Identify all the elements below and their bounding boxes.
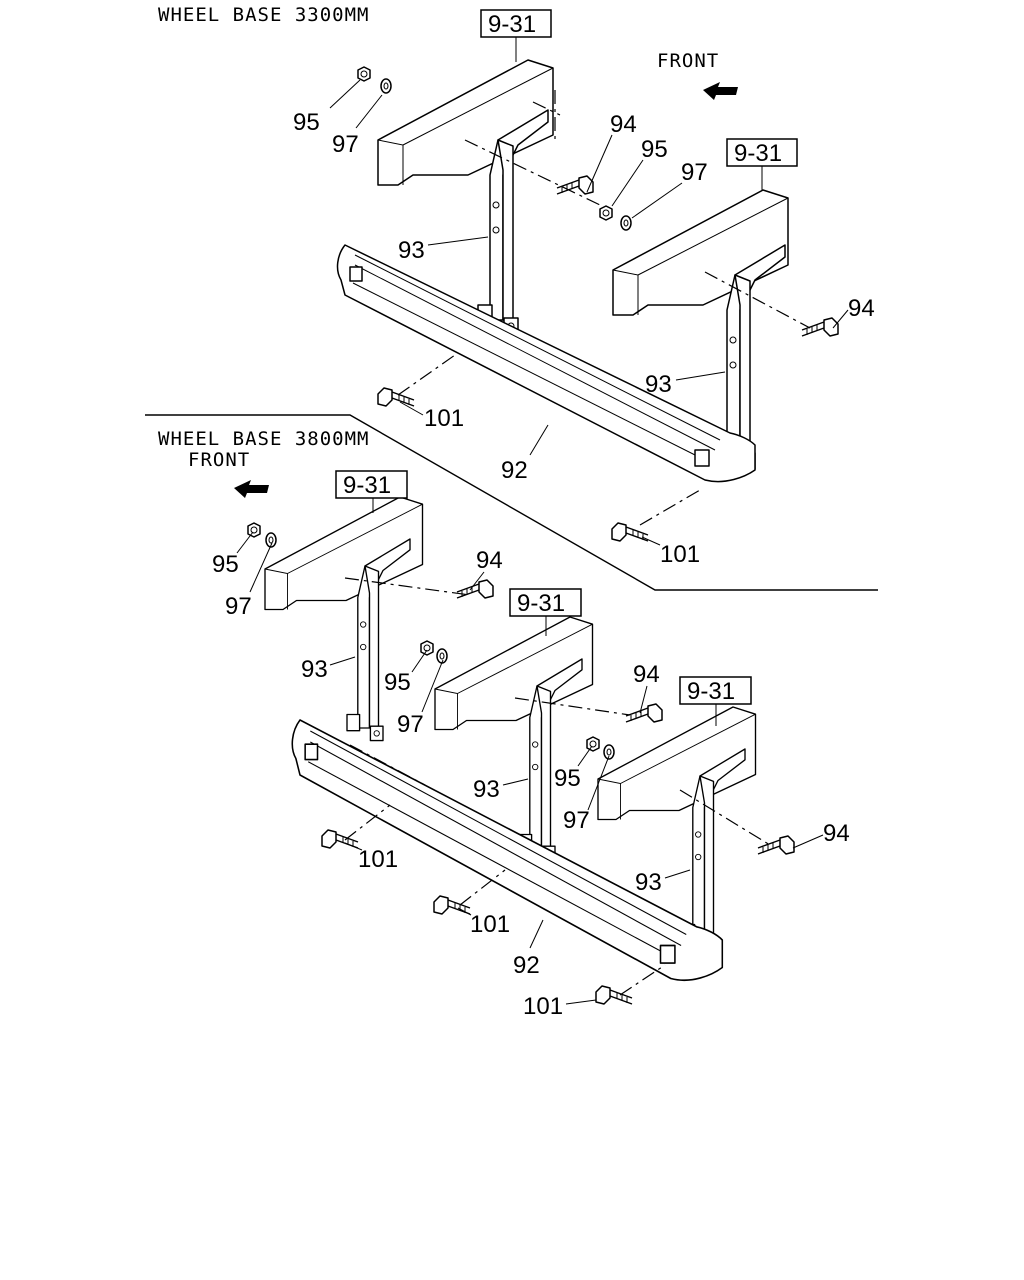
bolt [321, 829, 359, 849]
ref-box: 9-31 [335, 470, 408, 499]
label-washer: 97 [332, 131, 359, 158]
label-washer: 97 [563, 807, 590, 834]
label-bracket: 93 [398, 237, 425, 264]
label-step-bolt: 101 [424, 405, 464, 432]
label-nut: 95 [293, 109, 320, 136]
front-arrow-icon [703, 82, 738, 100]
label-step-bolt: 101 [358, 846, 398, 873]
label-washer: 97 [681, 159, 708, 186]
label-nut: 95 [384, 669, 411, 696]
label-bolt: 94 [633, 661, 660, 688]
svg-text:9-31: 9-31 [488, 11, 536, 38]
washer [436, 648, 448, 664]
svg-text:9-31: 9-31 [734, 140, 782, 167]
washer [620, 215, 632, 231]
ref-box: 9-31 [679, 676, 752, 705]
label-bracket: 93 [473, 776, 500, 803]
label-bolt: 94 [476, 547, 503, 574]
bolt [625, 703, 663, 723]
section-heading-3800: WHEEL BASE 3800MM [158, 428, 369, 450]
washer [380, 78, 392, 94]
section-divider [145, 414, 878, 591]
label-step: 92 [513, 952, 540, 979]
section-heading-3300: WHEEL BASE 3300MM [158, 4, 369, 26]
label-washer: 97 [225, 593, 252, 620]
nut [599, 205, 613, 221]
label-step-bolt: 101 [523, 993, 563, 1020]
label-nut: 95 [641, 136, 668, 163]
label-bolt: 94 [823, 820, 850, 847]
label-bolt: 94 [610, 111, 637, 138]
label-step-bolt: 101 [660, 541, 700, 568]
label-washer: 97 [397, 711, 424, 738]
svg-text:9-31: 9-31 [517, 590, 565, 617]
ref-box: 9-31 [509, 588, 582, 617]
label-bracket: 93 [645, 371, 672, 398]
bolt [456, 579, 494, 599]
label-step: 92 [501, 457, 528, 484]
front-arrow-icon [234, 480, 269, 498]
bolt [757, 835, 795, 855]
nut [420, 640, 434, 656]
front-label-bottom: FRONT [188, 449, 250, 471]
label-nut: 95 [554, 765, 581, 792]
label-nut: 95 [212, 551, 239, 578]
label-bolt: 94 [848, 295, 875, 322]
bolt [611, 522, 649, 542]
frame-rail [612, 189, 789, 316]
ref-box: 9-31 [726, 138, 798, 167]
bolt [377, 387, 415, 407]
svg-text:9-31: 9-31 [343, 472, 391, 499]
label-step-bolt: 101 [470, 911, 510, 938]
front-label-top: FRONT [657, 50, 719, 72]
ref-box: 9-31 [480, 9, 552, 38]
svg-text:9-31: 9-31 [687, 678, 735, 705]
bolt [595, 985, 633, 1005]
label-bracket: 93 [635, 869, 662, 896]
nut [586, 736, 600, 752]
label-bracket: 93 [301, 656, 328, 683]
nut [247, 522, 261, 538]
nut [357, 66, 371, 82]
